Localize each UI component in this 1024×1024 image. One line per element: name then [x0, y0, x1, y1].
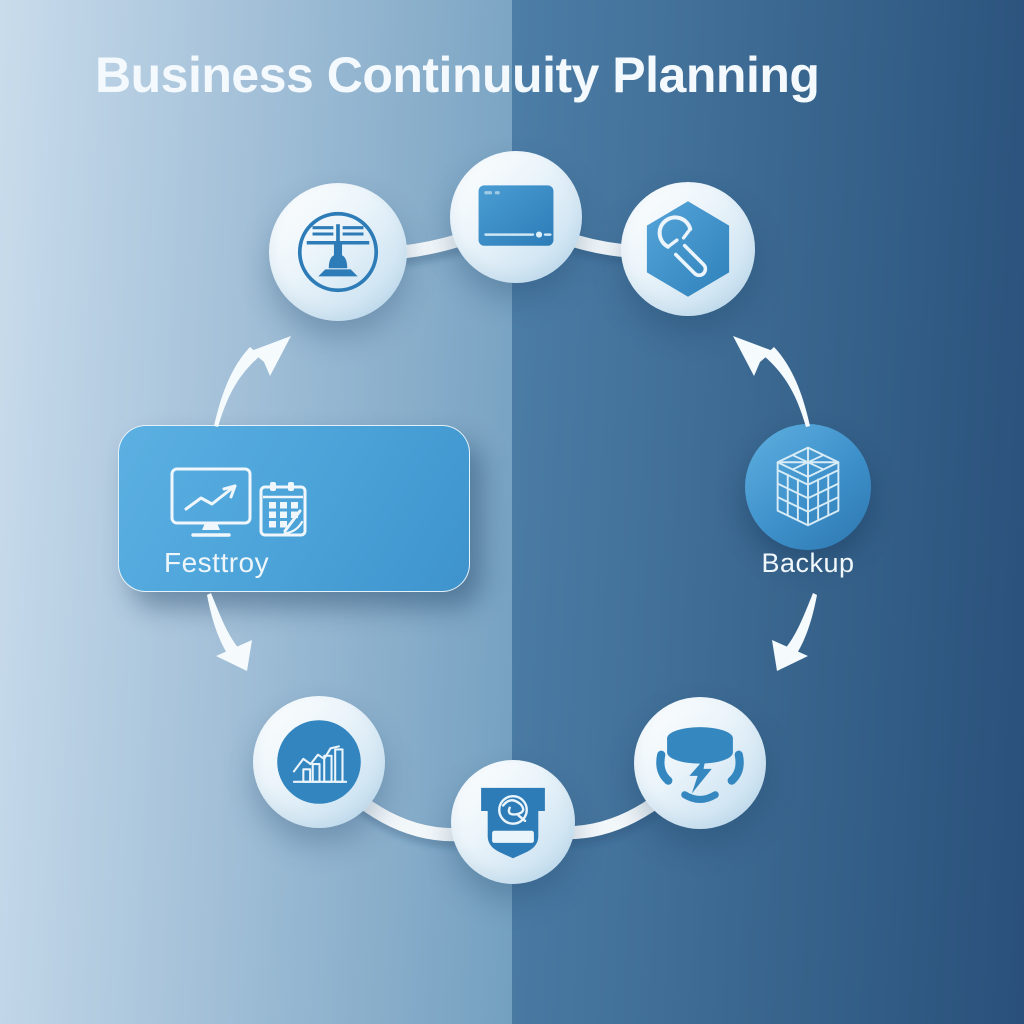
monitor-trend-icon — [170, 467, 252, 537]
arrow-card-to-meeting-icon — [214, 336, 291, 427]
meeting-desk-icon — [297, 211, 379, 293]
node-maintenance — [621, 182, 755, 316]
node-growth — [253, 696, 385, 828]
node-security — [451, 760, 575, 884]
node-power — [634, 697, 766, 829]
arrow-backup-to-maintenance-icon — [733, 336, 810, 427]
strategy-card: Festtroy — [118, 425, 470, 592]
node-backup — [745, 424, 871, 550]
node-display — [450, 151, 582, 283]
shield-emblem-icon — [481, 787, 545, 859]
power-cylinder-icon — [656, 727, 744, 803]
storage-crate-icon — [776, 446, 840, 527]
node-meeting — [269, 183, 407, 321]
arrow-card-to-growth-icon — [207, 593, 252, 671]
backup-label: Backup — [761, 548, 855, 578]
wrench-hexagon-icon — [646, 201, 730, 297]
display-screen-icon — [478, 185, 554, 246]
card-label: Festtroy — [164, 547, 270, 578]
calendar-icon — [259, 482, 307, 537]
growth-chart-icon — [277, 720, 361, 804]
arrow-backup-to-power-icon — [772, 593, 817, 671]
page-title: Business Continuuity Planning — [95, 47, 820, 103]
